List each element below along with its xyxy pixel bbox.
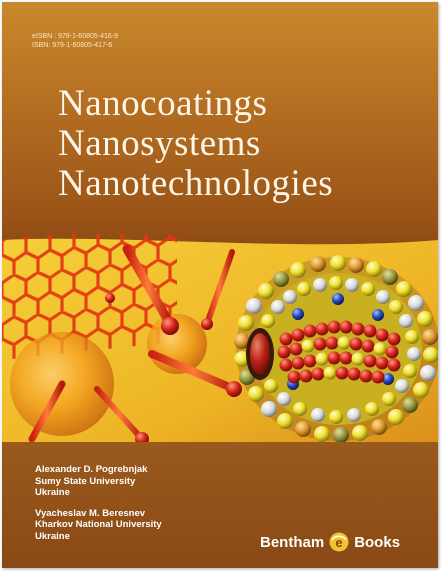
publisher-logo: Bentham e Books	[260, 532, 400, 552]
author-name: Alexander D. Pogrebnjak	[35, 464, 148, 475]
title-line-2: Nanosystems	[58, 123, 261, 164]
author-affiliation: Kharkov National University	[35, 519, 162, 530]
author-affiliation: Sumy State University	[35, 475, 136, 487]
author-name: Vyacheslav M. Beresnev	[35, 507, 146, 519]
author-2: Vyacheslav M. Beresnev Kharkov National …	[35, 508, 162, 543]
author-country: Ukraine	[35, 487, 70, 498]
title-line-1: Nanocoatings	[58, 83, 268, 124]
publisher-name-part1: Bentham	[260, 533, 325, 551]
publisher-name-part2: Books	[354, 533, 401, 551]
author-country: Ukraine	[35, 530, 70, 542]
logo-letter: e	[336, 535, 343, 550]
bentham-e-logo-icon: e	[329, 532, 349, 552]
nano-capsule	[234, 255, 438, 443]
book-cover: eISBN : 978-1-60805-416-9 ISBN: 978-1-60…	[2, 2, 438, 568]
cover-bottom-band	[2, 442, 438, 568]
isbn-text: ISBN: 978-1-60805-417-6	[32, 42, 113, 49]
author-1: Alexander D. Pogrebnjak Sumy State Unive…	[35, 464, 162, 499]
cover-illustration	[2, 234, 438, 452]
book-title: Nanocoatings Nanosystems Nanotechnologie…	[58, 84, 333, 204]
authors-block: Alexander D. Pogrebnjak Sumy State Unive…	[35, 464, 162, 551]
isbn-block: eISBN : 978-1-60805-416-9 ISBN: 978-1-60…	[32, 32, 118, 50]
eisbn-text: eISBN : 978-1-60805-416-9	[32, 33, 118, 40]
title-line-3: Nanotechnologies	[58, 163, 334, 204]
